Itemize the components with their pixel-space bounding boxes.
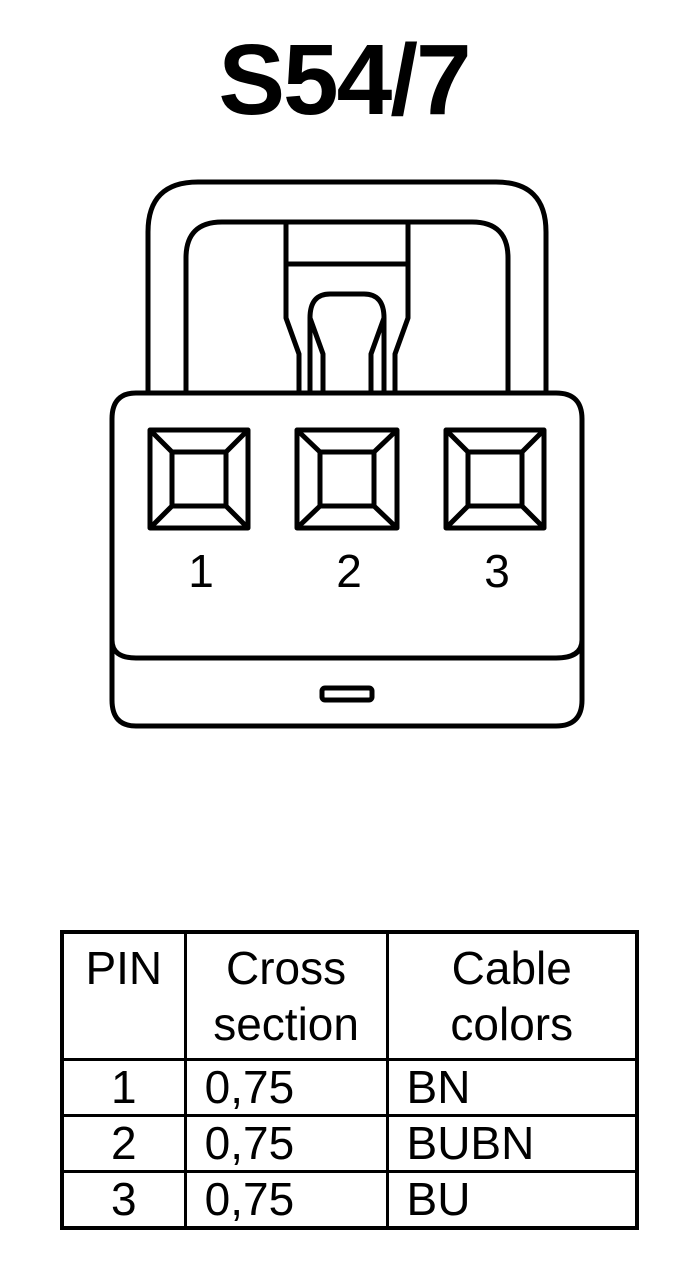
cell-cross-section: 0,75: [183, 1170, 389, 1230]
connector-title: S54/7: [218, 24, 471, 136]
cell-cable-color: BU: [385, 1170, 639, 1230]
cell-cross-section: 0,75: [183, 1058, 389, 1117]
header-cross-section: Cross section: [183, 930, 389, 1061]
pin-cavity-3: [443, 427, 547, 531]
table-row: 2 0,75 BUBN: [60, 1114, 639, 1173]
connector-housing: [109, 390, 585, 729]
pin-label-3: 3: [484, 545, 510, 597]
pin-table: PIN Cross section Cable colors 1 0,75 BN…: [60, 930, 639, 1230]
pin-label-2: 2: [336, 545, 362, 597]
cell-cable-color: BUBN: [385, 1114, 639, 1173]
latch-tab-inner: [307, 291, 387, 393]
header-pin: PIN: [60, 930, 187, 1061]
header-cable-colors: Cable colors: [385, 930, 639, 1061]
latch-outer: [145, 179, 549, 393]
pin-cavity-1: [147, 427, 251, 531]
housing-slot: [319, 685, 375, 703]
table-row: 3 0,75 BU: [60, 1170, 639, 1230]
pin-table-header: PIN Cross section Cable colors: [60, 930, 639, 1061]
housing-band: [109, 639, 585, 661]
latch-inner: [183, 219, 511, 393]
pin-cavity-2: [294, 427, 400, 531]
pin-label-1: 1: [188, 545, 214, 597]
cell-pin: 2: [60, 1114, 187, 1173]
cell-pin: 3: [60, 1170, 187, 1230]
cell-cable-color: BN: [385, 1058, 639, 1117]
latch-tab: [283, 222, 411, 393]
cell-cross-section: 0,75: [183, 1114, 389, 1173]
cell-pin: 1: [60, 1058, 187, 1117]
table-row: 1 0,75 BN: [60, 1058, 639, 1117]
connector-diagram: 1 2 3: [109, 179, 585, 729]
